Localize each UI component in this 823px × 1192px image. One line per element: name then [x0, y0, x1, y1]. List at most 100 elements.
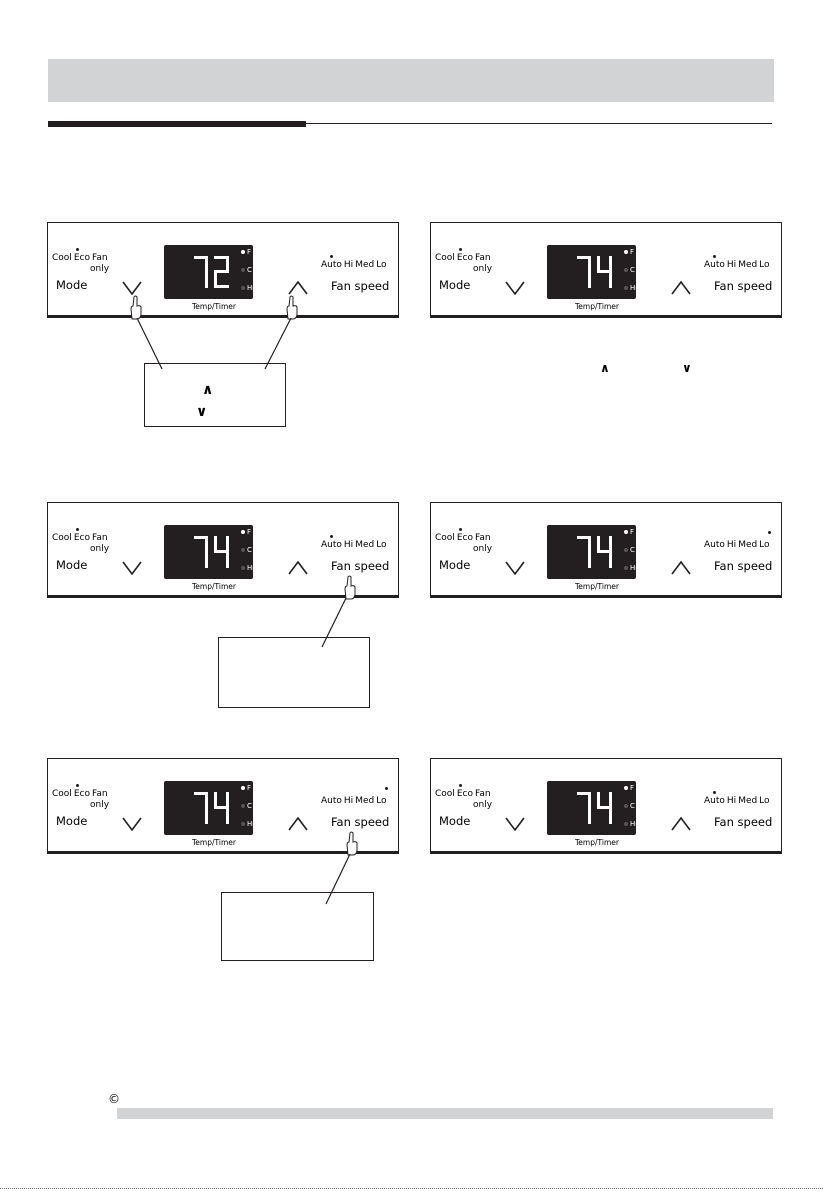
temp-timer-label: Temp/Timer — [575, 302, 619, 311]
indicator-hr-dot — [624, 286, 628, 290]
temperature-display: F C Hr — [547, 525, 638, 579]
fan-option-auto: Auto — [704, 260, 725, 270]
seven-segment-digits — [577, 536, 612, 568]
down-arrow-button[interactable] — [505, 561, 525, 575]
indicator-f: F — [630, 248, 635, 256]
up-arrow-button[interactable] — [671, 817, 691, 831]
temp-timer-label: Temp/Timer — [192, 838, 236, 847]
indicator-c-dot — [624, 804, 628, 808]
fan-option-auto: Auto — [704, 796, 725, 806]
mode-option-cool: Cool — [52, 533, 72, 543]
pointing-hand-icon — [344, 575, 356, 600]
indicator-f-dot — [241, 250, 245, 254]
mode-indicator-dot — [76, 528, 79, 531]
copyright-symbol: © — [108, 1092, 120, 1106]
section-rule-thick — [48, 121, 306, 127]
mode-option-fan: Fan — [91, 533, 108, 543]
seven-segment-digits — [194, 792, 229, 824]
fan-option-med: Med — [355, 260, 375, 270]
mode-option-eco: Eco — [456, 789, 473, 799]
indicator-hr-dot — [241, 822, 245, 826]
fan-option-auto: Auto — [321, 796, 342, 806]
mode-option-fan: Fan — [91, 789, 108, 799]
section-rule-thin — [306, 123, 772, 124]
leader-line — [264, 317, 292, 370]
indicator-hr: Hr — [247, 284, 256, 292]
mode-indicator-dot — [76, 248, 79, 251]
down-arrow-button[interactable] — [122, 817, 142, 831]
mode-option-cool: Cool — [52, 789, 72, 799]
fan-indicator-dot — [330, 535, 333, 538]
page-edge-dots — [0, 1188, 823, 1189]
mode-label: Mode — [439, 814, 471, 828]
fan-speed-label: Fan speed — [714, 815, 773, 829]
fan-option-lo: Lo — [759, 540, 770, 550]
fan-option-auto: Auto — [321, 540, 342, 550]
fan-option-lo: Lo — [376, 540, 387, 550]
down-arrow-button[interactable] — [505, 817, 525, 831]
up-arrow-button[interactable] — [671, 561, 691, 575]
up-arrow-button[interactable] — [288, 817, 308, 831]
up-arrow-button[interactable] — [288, 561, 308, 575]
pointing-hand-icon — [286, 295, 298, 320]
fan-option-med: Med — [738, 260, 758, 270]
indicator-hr-dot — [241, 566, 245, 570]
mode-option-eco: Eco — [456, 533, 473, 543]
indicator-c-dot — [624, 268, 628, 272]
down-arrow-button[interactable] — [122, 561, 142, 575]
mode-option-eco: Eco — [73, 253, 90, 263]
fan-option-auto: Auto — [321, 260, 342, 270]
down-arrow-button[interactable] — [505, 281, 525, 295]
down-arrow-button[interactable] — [122, 281, 142, 295]
callout-box-1: ∧ ∨ — [144, 363, 286, 427]
up-arrow-button[interactable] — [671, 281, 691, 295]
seven-segment-digits — [194, 536, 229, 568]
fan-option-hi: Hi — [343, 540, 354, 550]
indicator-hr: Hr — [247, 564, 256, 572]
temp-timer-label: Temp/Timer — [192, 582, 236, 591]
indicator-hr: Hr — [247, 820, 256, 828]
indicator-f-dot — [624, 786, 628, 790]
indicator-c-dot — [241, 804, 245, 808]
indicator-c: C — [247, 266, 252, 274]
seven-segment-digits — [577, 256, 612, 288]
temperature-display: F C Hr — [164, 245, 256, 299]
temp-timer-label: Temp/Timer — [192, 302, 236, 311]
indicator-hr-dot — [624, 566, 628, 570]
indicator-f: F — [630, 528, 635, 536]
fan-speed-label: Fan speed — [714, 559, 773, 573]
fan-indicator-dot — [713, 255, 716, 258]
fan-option-hi: Hi — [726, 260, 737, 270]
indicator-f: F — [247, 528, 252, 536]
fan-speed-label: Fan speed — [331, 559, 390, 573]
mode-option-eco: Eco — [73, 533, 90, 543]
fan-option-hi: Hi — [343, 260, 354, 270]
mode-indicator-dot — [459, 784, 462, 787]
fan-option-med: Med — [355, 796, 375, 806]
mode-option-fan: Fan — [474, 253, 491, 263]
fan-option-lo: Lo — [759, 796, 770, 806]
mode-option-fan-only: only — [473, 544, 493, 554]
indicator-hr: Hr — [630, 820, 639, 828]
mode-option-fan-only: only — [90, 800, 110, 810]
mode-label: Mode — [56, 278, 88, 292]
indicator-hr-dot — [624, 822, 628, 826]
fan-indicator-dot — [385, 787, 388, 790]
fan-option-lo: Lo — [759, 260, 770, 270]
callout-box-3 — [221, 892, 374, 961]
seven-segment-digits — [194, 256, 229, 288]
down-arrow-icon: ∨ — [196, 404, 208, 420]
up-arrow-button[interactable] — [288, 281, 308, 295]
indicator-f-dot — [624, 530, 628, 534]
mode-indicator-dot — [459, 248, 462, 251]
indicator-c: C — [630, 802, 635, 810]
